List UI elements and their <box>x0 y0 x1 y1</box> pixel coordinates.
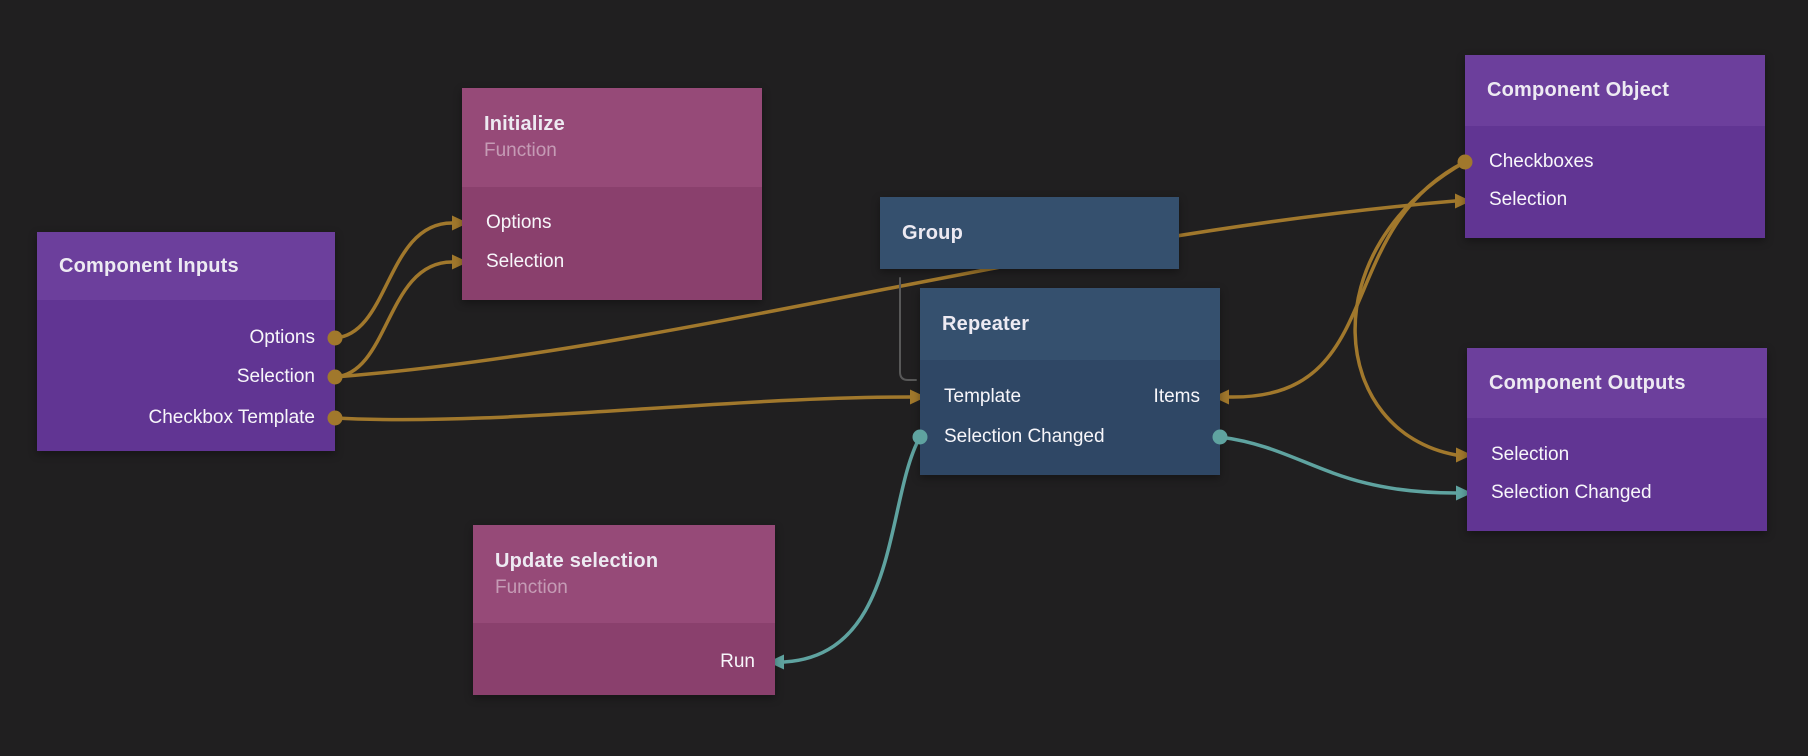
arrowhead-inputs-selection-to-object-selection[interactable] <box>1455 193 1471 209</box>
connection-inputs-options-to-initialize-options[interactable] <box>333 221 454 340</box>
connection-inputs-checkbox-template-to-repeater-template[interactable] <box>333 395 912 422</box>
node-title-repeater: Repeater <box>942 312 1030 335</box>
port-initialize-options[interactable]: Options <box>486 212 552 233</box>
arrowhead-inputs-selection-to-initialize-selection[interactable] <box>452 254 468 270</box>
connection-group-repeater-parent-child[interactable] <box>899 277 917 381</box>
component-inputs-options-dot[interactable] <box>327 330 343 346</box>
arrowhead-inputs-options-to-initialize-options[interactable] <box>452 215 468 231</box>
node-header-component-object[interactable]: Component Object <box>1465 55 1765 126</box>
port-repeater-items[interactable]: Items <box>1153 386 1200 407</box>
arrowhead-inputs-checkbox-template-to-repeater-template[interactable] <box>910 389 926 405</box>
port-component-inputs-selection[interactable]: Selection <box>236 366 315 387</box>
connection-repeater-selection-changed-to-outputs-selection-changed[interactable] <box>1218 435 1458 495</box>
node-header-repeater[interactable]: Repeater <box>920 288 1220 360</box>
port-component-outputs-selection[interactable]: Selection <box>1491 444 1570 465</box>
port-update-selection-run[interactable]: Run <box>720 651 755 672</box>
node-subtitle-initialize: Function <box>484 140 557 161</box>
node-subtitle-update-selection: Function <box>495 576 568 598</box>
arrowhead-repeater-selection-changed-to-outputs-selection-changed[interactable] <box>1456 485 1472 501</box>
node-group[interactable]: Group <box>880 197 1179 269</box>
port-component-inputs-options[interactable]: Options <box>249 327 315 348</box>
arrowhead-object-checkboxes-to-outputs-selection[interactable] <box>1456 447 1472 463</box>
node-title-component-outputs: Component Outputs <box>1489 371 1686 394</box>
connection-repeater-selection-changed-to-update-run[interactable] <box>782 435 922 664</box>
node-title-update-selection: Update selection <box>495 549 659 572</box>
repeater-selection-changed-right-dot[interactable] <box>1212 429 1228 445</box>
arrowhead-repeater-selection-changed-to-update-run[interactable] <box>768 654 784 670</box>
node-title-component-inputs: Component Inputs <box>59 254 239 277</box>
repeater-selection-changed-left-dot[interactable] <box>912 429 928 445</box>
port-repeater-selection-changed[interactable]: Selection Changed <box>944 426 1105 447</box>
connection-inputs-selection-to-object-selection[interactable] <box>333 199 1457 379</box>
component-inputs-checkbox-template-dot[interactable] <box>327 410 343 426</box>
port-initialize-selection[interactable]: Selection <box>486 251 565 272</box>
node-header-group[interactable]: Group <box>880 197 1179 269</box>
component-object-checkboxes-dot[interactable] <box>1457 154 1473 170</box>
port-component-object-selection[interactable]: Selection <box>1489 189 1568 210</box>
port-component-inputs-checkbox-template[interactable]: Checkbox Template <box>148 407 315 428</box>
node-title-group: Group <box>902 221 963 244</box>
connection-object-checkboxes-to-repeater-items[interactable] <box>1227 160 1467 399</box>
node-title-initialize: Initialize <box>484 113 565 135</box>
arrowhead-object-checkboxes-to-repeater-items[interactable] <box>1213 389 1229 405</box>
node-title-component-object: Component Object <box>1487 79 1670 101</box>
component-inputs-selection-dot[interactable] <box>327 369 343 385</box>
node-header-component-outputs[interactable]: Component Outputs <box>1467 348 1767 418</box>
connection-object-checkboxes-to-outputs-selection[interactable] <box>1353 160 1467 457</box>
port-repeater-template[interactable]: Template <box>944 386 1022 407</box>
node-header-component-inputs[interactable]: Component Inputs <box>37 232 335 300</box>
port-component-outputs-selection-changed[interactable]: Selection Changed <box>1491 482 1652 503</box>
port-component-object-checkboxes[interactable]: Checkboxes <box>1489 151 1594 172</box>
connection-inputs-selection-to-initialize-selection[interactable] <box>333 260 454 379</box>
